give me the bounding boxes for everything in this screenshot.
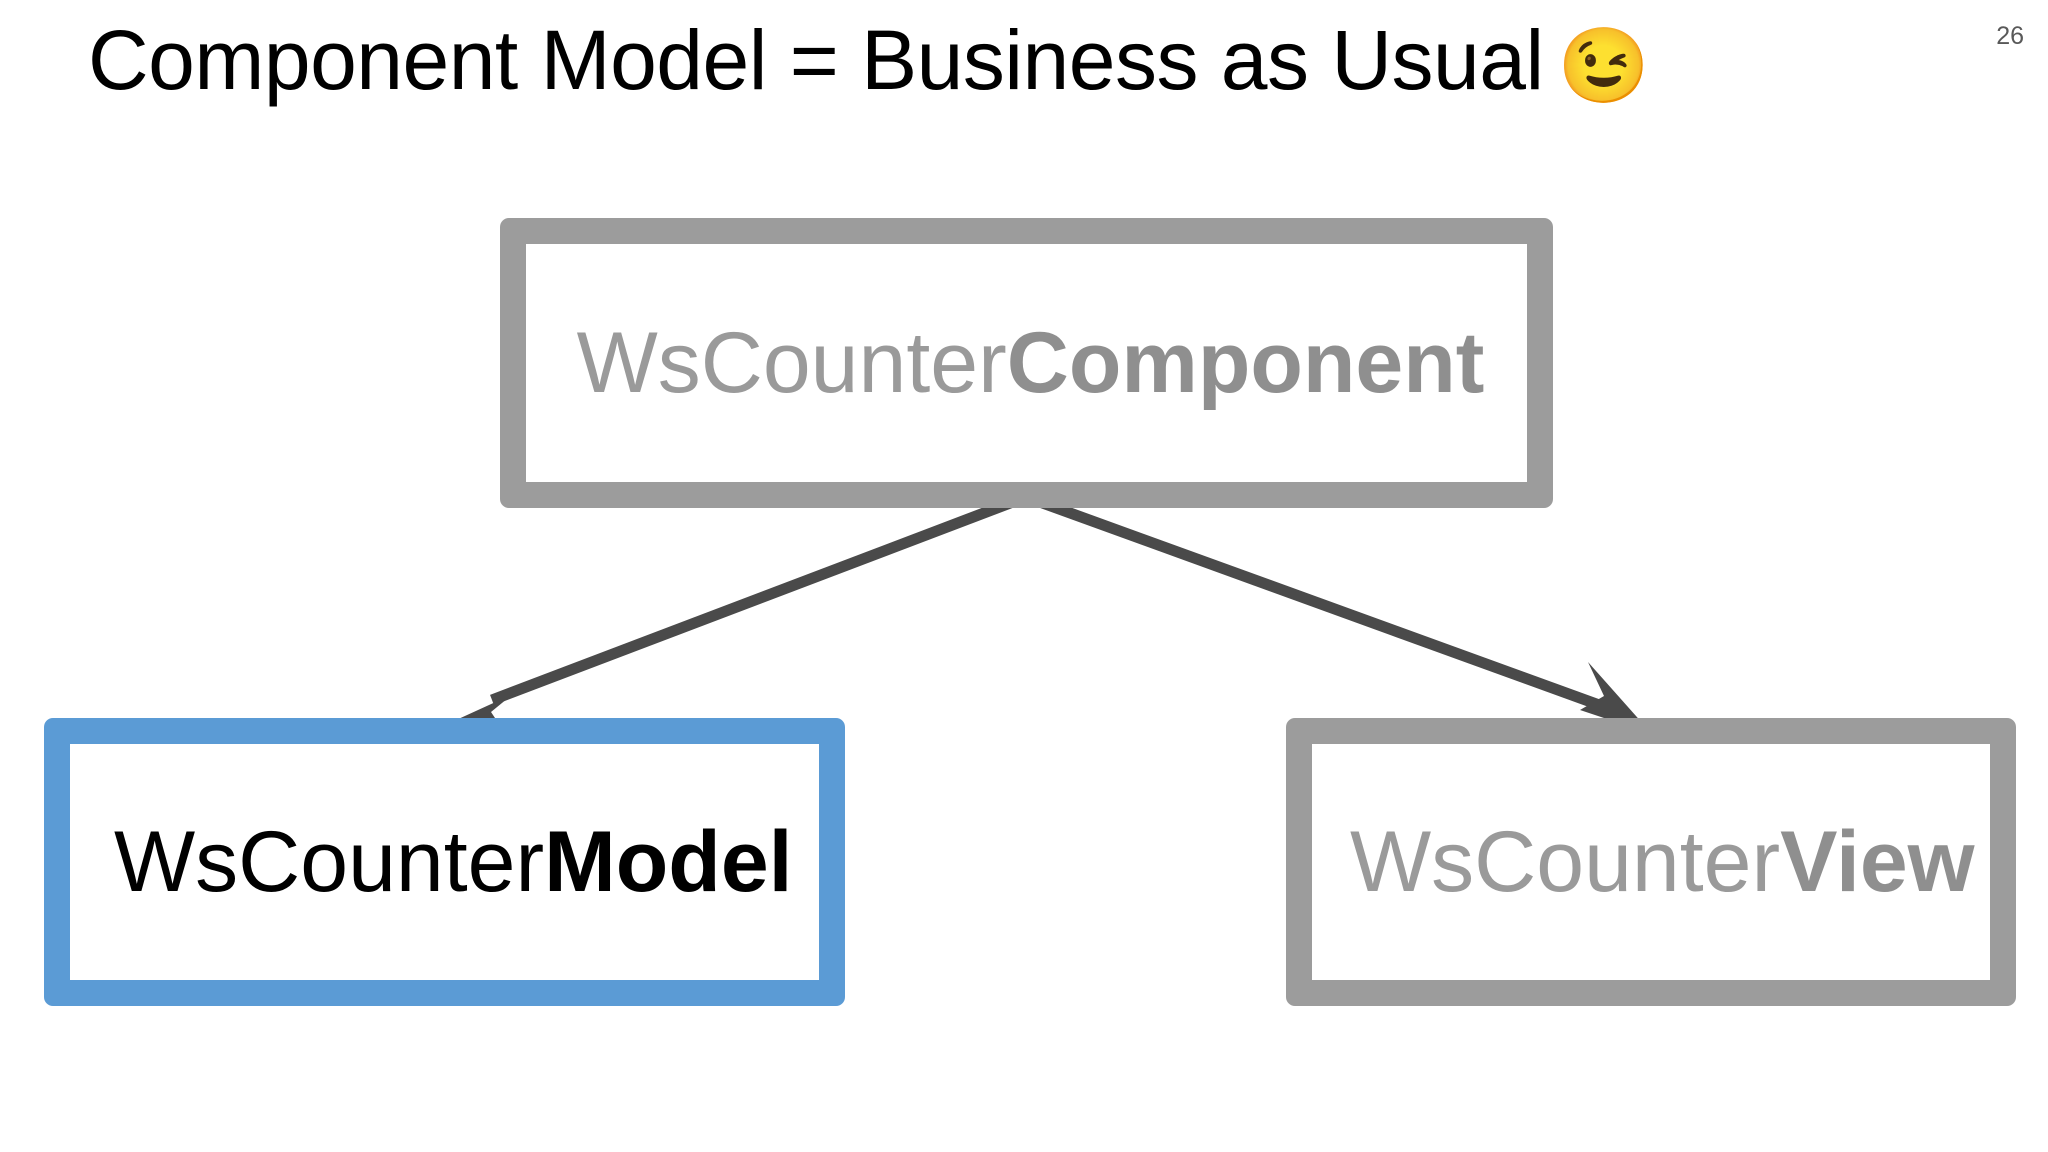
page-title-text: Component Model = Business as Usual [88,13,1544,107]
node-label-view-suffix: View [1780,814,1975,910]
node-label-view: WsCounterView [1350,819,1975,905]
arrow-component-to-view [1024,491,1652,734]
node-label-model-prefix: WsCounter [114,814,545,910]
node-label-model: WsCounterModel [114,819,793,905]
node-box-model[interactable]: WsCounterModel [44,718,845,1006]
node-label-model-suffix: Model [544,814,793,910]
winking-face-emoji: 😉 [1557,24,1650,107]
node-label-component: WsCounterComponent [569,320,1485,406]
arrow-component-to-model [443,491,1028,742]
node-label-component-suffix: Component [1006,315,1485,411]
node-label-component-prefix: WsCounter [576,315,1007,411]
node-box-component[interactable]: WsCounterComponent [500,218,1553,508]
page-number: 26 [1996,22,2024,50]
node-box-view[interactable]: WsCounterView [1286,718,2016,1006]
node-label-view-prefix: WsCounter [1350,814,1781,910]
page-title: Component Model = Business as Usual😉 [88,13,1650,107]
